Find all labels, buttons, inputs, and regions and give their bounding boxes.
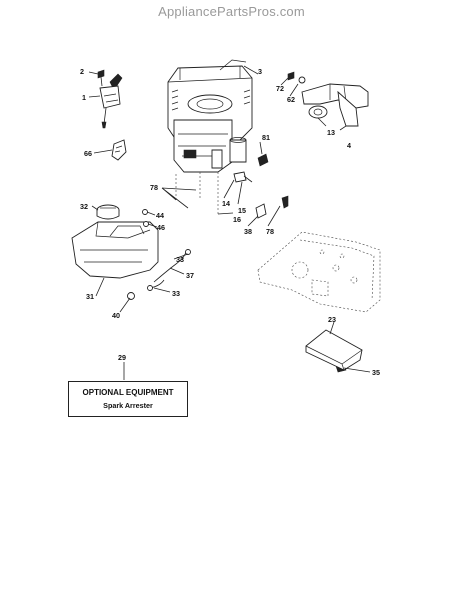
watermark-text: AppliancePartsPros.com — [158, 4, 305, 19]
optional-equipment-item: Spark Arrester — [103, 401, 153, 410]
callout-72: 72 — [276, 84, 284, 93]
callout-3: 3 — [258, 67, 262, 76]
optional-equipment-title: OPTIONAL EQUIPMENT — [82, 388, 174, 397]
callout-81: 81 — [262, 133, 270, 142]
callout-62: 62 — [287, 95, 295, 104]
callout-29: 29 — [118, 353, 126, 362]
callout-32: 32 — [80, 202, 88, 211]
callout-14: 14 — [222, 199, 230, 208]
callout-35: 35 — [372, 368, 380, 377]
callout-16: 16 — [233, 215, 241, 224]
bracket-66-drawing[interactable] — [111, 139, 127, 161]
leader-lines — [88, 65, 371, 380]
callout-78b: 78 — [266, 227, 274, 236]
callout-38: 38 — [244, 227, 252, 236]
callout-13: 13 — [327, 128, 335, 137]
mounting-plate-drawing[interactable] — [257, 231, 381, 313]
callout-46: 46 — [157, 223, 165, 232]
callout-31: 31 — [86, 292, 94, 301]
muffler-drawing[interactable] — [287, 71, 369, 127]
optional-equipment-box: OPTIONAL EQUIPMENT Spark Arrester — [68, 381, 188, 417]
callout-78: 78 — [150, 183, 158, 192]
fastener-drawings[interactable] — [127, 153, 347, 373]
callout-4: 4 — [347, 141, 351, 150]
callout-66: 66 — [84, 149, 92, 158]
callout-44: 44 — [156, 211, 164, 220]
callout-33a: 33 — [176, 255, 184, 264]
throttle-control-drawing[interactable] — [97, 69, 123, 129]
fuel-line-drawing[interactable] — [147, 249, 191, 291]
cover-plate-drawing[interactable] — [305, 329, 363, 371]
callout-15: 15 — [238, 206, 246, 215]
callout-23: 23 — [328, 315, 336, 324]
callout-labels: 2 1 66 3 72 62 13 4 81 78 14 15 78 16 38… — [80, 67, 380, 377]
fuel-tank-drawing[interactable] — [71, 204, 159, 279]
callout-37: 37 — [186, 271, 194, 280]
callout-2: 2 — [80, 67, 84, 76]
callout-40: 40 — [112, 311, 120, 320]
mounting-bolt-lines — [175, 172, 219, 214]
engine-drawing[interactable] — [167, 59, 253, 173]
callout-33b: 33 — [172, 289, 180, 298]
callout-1: 1 — [82, 93, 86, 102]
